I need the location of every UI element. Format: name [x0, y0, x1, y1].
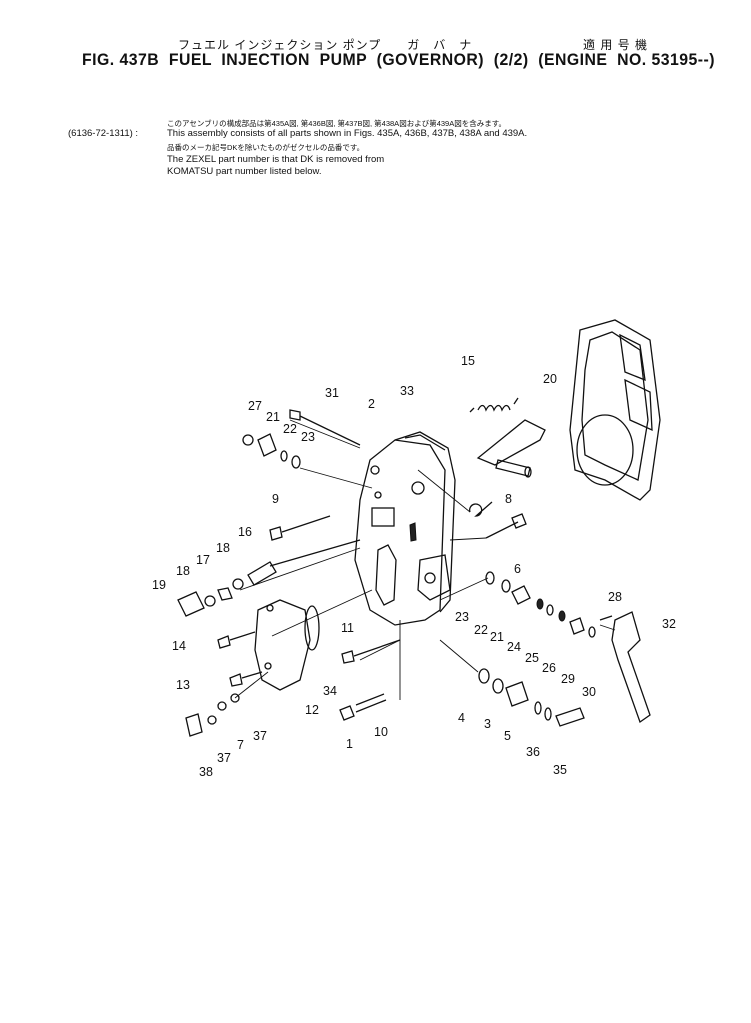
callout-30: 30 — [582, 685, 596, 699]
bolt-11 — [341, 639, 401, 664]
callout-31: 31 — [325, 386, 339, 400]
callout-2: 2 — [368, 397, 375, 411]
washer-27 — [242, 434, 254, 446]
callout-32: 32 — [662, 617, 676, 631]
callout-36: 36 — [526, 745, 540, 759]
nut-17 — [217, 587, 233, 601]
bolt-9 — [269, 515, 331, 541]
spring-15 — [469, 397, 519, 413]
plug-5 — [505, 681, 529, 707]
washer-18b — [232, 578, 244, 590]
callout-28: 28 — [608, 590, 622, 604]
callout-7: 7 — [237, 738, 244, 752]
callout-23-top: 23 — [301, 430, 315, 444]
callout-38: 38 — [199, 765, 213, 779]
bolt-13 — [229, 671, 263, 687]
zexel-note-english-2: KOMATSU part number listed below. — [167, 166, 322, 177]
callout-13: 13 — [176, 678, 190, 692]
callout-24: 24 — [507, 640, 521, 654]
callout-labels: 1 2 3 4 5 6 7 8 9 10 11 12 13 14 15 16 1… — [152, 354, 676, 779]
lever-32 — [611, 611, 651, 724]
callout-29: 29 — [561, 672, 575, 686]
washer-18a — [204, 595, 216, 607]
washer-37b — [217, 701, 227, 711]
callout-3: 3 — [484, 717, 491, 731]
callout-12: 12 — [305, 703, 319, 717]
lever-20 — [476, 419, 546, 478]
bolt-14 — [217, 631, 256, 649]
bolt-8 — [469, 501, 493, 517]
washer-36a — [534, 701, 542, 715]
callout-5: 5 — [504, 729, 511, 743]
callout-4: 4 — [458, 711, 465, 725]
callout-17: 17 — [196, 553, 210, 567]
washer-23 — [485, 571, 495, 585]
ring-3 — [492, 678, 504, 694]
adjuster-16 — [247, 539, 361, 586]
callout-14: 14 — [172, 639, 186, 653]
callout-1: 1 — [346, 737, 353, 751]
callout-20: 20 — [543, 372, 557, 386]
callout-11: 11 — [341, 621, 354, 635]
callout-35: 35 — [553, 763, 567, 777]
callout-23: 23 — [455, 610, 469, 624]
ring-22-top — [280, 450, 288, 462]
callout-22: 22 — [474, 623, 488, 637]
callout-21: 21 — [490, 630, 504, 644]
ring-30 — [588, 626, 596, 638]
washer-37a — [207, 715, 217, 725]
bushing-21 — [511, 585, 531, 605]
callout-34: 34 — [323, 684, 337, 698]
callout-19: 19 — [152, 578, 166, 592]
callout-6: 6 — [514, 562, 521, 576]
callout-33: 33 — [400, 384, 414, 398]
callout-8: 8 — [505, 492, 512, 506]
bushing-29 — [569, 617, 585, 635]
cover-12 — [254, 599, 320, 691]
washer-24 — [536, 598, 544, 610]
cap-19 — [177, 591, 205, 617]
stud-10 — [355, 693, 387, 713]
callout-15: 15 — [461, 354, 475, 368]
ring-22 — [501, 579, 511, 593]
pin-28 — [599, 615, 613, 621]
zexel-note-english-1: The ZEXEL part number is that DK is remo… — [167, 154, 385, 165]
bolt-31 — [289, 409, 361, 446]
washer-26 — [558, 610, 566, 622]
assembly-code: (6136-72-1311) : — [68, 128, 139, 139]
japanese-title: フュエル インジェクション ポンプ ガ バ ナ — [178, 38, 473, 52]
washer-36b — [544, 707, 552, 721]
bushing-21-top — [257, 433, 277, 457]
figure-title: FIG. 437B FUEL INJECTION PUMP (GOVERNOR)… — [82, 50, 715, 69]
bolt-35 — [555, 707, 585, 727]
callout-16: 16 — [238, 525, 252, 539]
assembly-note-english: This assembly consists of all parts show… — [167, 128, 528, 139]
callout-9: 9 — [272, 492, 279, 506]
washer-4 — [478, 668, 490, 684]
callout-21-top: 21 — [266, 410, 280, 424]
bolt-6 — [485, 513, 527, 539]
callout-37a: 37 — [253, 729, 267, 743]
callout-18: 18 — [176, 564, 190, 578]
callout-27: 27 — [248, 399, 262, 413]
plug-38 — [185, 713, 203, 737]
leader-lines — [234, 419, 616, 700]
callout-25: 25 — [525, 651, 539, 665]
callout-10: 10 — [374, 725, 388, 739]
governor-cover — [354, 431, 456, 626]
callout-18b: 18 — [216, 541, 230, 555]
japanese-applicability-label: 適 用 号 機 — [583, 38, 649, 52]
washer-23-top — [291, 455, 301, 469]
washer-7 — [230, 693, 240, 703]
callout-22-top: 22 — [283, 422, 297, 436]
callout-26: 26 — [542, 661, 556, 675]
assembly-note-japanese: このアセンブリの構成部品は第435A図, 第436B図, 第437B図, 第43… — [167, 119, 506, 128]
washer-25 — [546, 604, 554, 616]
callout-37b: 37 — [217, 751, 231, 765]
zexel-note-japanese: 品番のメーカ記号DKを除いたものがゼクセルの品番です。 — [167, 143, 365, 152]
governor-housing — [569, 319, 661, 501]
nut-1 — [339, 705, 355, 721]
